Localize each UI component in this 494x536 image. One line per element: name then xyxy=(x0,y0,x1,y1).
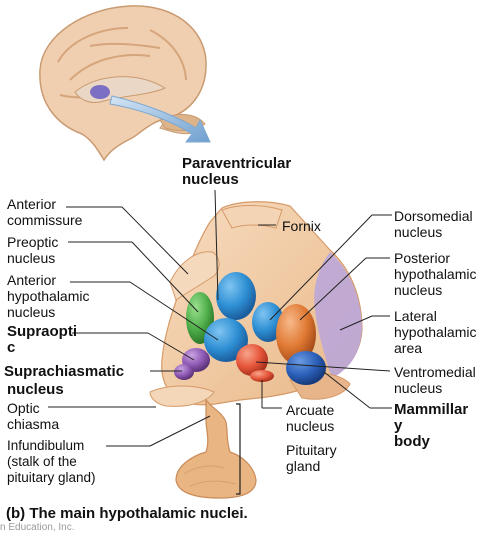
publisher-credit: n Education, Inc. xyxy=(0,522,75,533)
mammillary-body xyxy=(286,351,326,385)
label-supraoptic: Supraopti c xyxy=(7,323,77,356)
ventromedial-nucleus xyxy=(236,344,268,376)
suprachiasmatic-nucleus xyxy=(174,364,194,380)
pituitary xyxy=(175,398,257,499)
label-anterior-commissure: Anterior commissure xyxy=(7,196,83,228)
label-paraventricular-nucleus: Paraventricular nucleus xyxy=(182,155,292,188)
label-dorsomedial-nucleus: Dorsomedial nucleus xyxy=(394,208,473,240)
zoom-arrow xyxy=(109,95,211,143)
label-suprachiasmatic: Suprachiasmatic xyxy=(4,363,125,380)
label-infundibulum: Infundibulum (stalk of the pituitary gla… xyxy=(7,438,96,485)
label-pituitary-gland: Pituitary gland xyxy=(286,442,337,474)
brain-sagittal-thumbnail xyxy=(39,5,207,162)
label-arcuate-nucleus: Arcuate nucleus xyxy=(286,402,335,434)
label-mammillary-body: Mammillar y body xyxy=(394,401,469,450)
dorsomedial-nucleus xyxy=(252,302,284,342)
label-fornix: Fornix xyxy=(282,218,321,234)
hypothalamic-nuclei xyxy=(174,272,326,385)
figure-caption: (b) The main hypothalamic nuclei. xyxy=(6,505,248,522)
leader-lines xyxy=(48,189,392,447)
arcuate-nucleus xyxy=(250,370,274,382)
label-preoptic-nucleus: Preoptic nucleus xyxy=(7,234,59,266)
label-anterior-hypothalamic-nucleus: Anterior hypothalamic nucleus xyxy=(7,272,90,320)
label-posterior-hypothalamic-nucleus: Posterior hypothalamic nucleus xyxy=(394,250,477,298)
posterior-hypothalamic-nucleus xyxy=(276,304,316,364)
pituitary-bracket xyxy=(236,403,241,495)
label-ventromedial-nucleus: Ventromedial nucleus xyxy=(394,364,476,396)
paraventricular-nucleus xyxy=(216,272,256,320)
label-optic-chiasma: Optic chiasma xyxy=(7,400,60,432)
anterior-hypothalamic-nucleus xyxy=(204,318,248,362)
label-supraoptic-nucleus-word: nucleus xyxy=(7,381,64,398)
label-lateral-hypothalamic-area: Lateral hypothalamic area xyxy=(394,308,477,356)
